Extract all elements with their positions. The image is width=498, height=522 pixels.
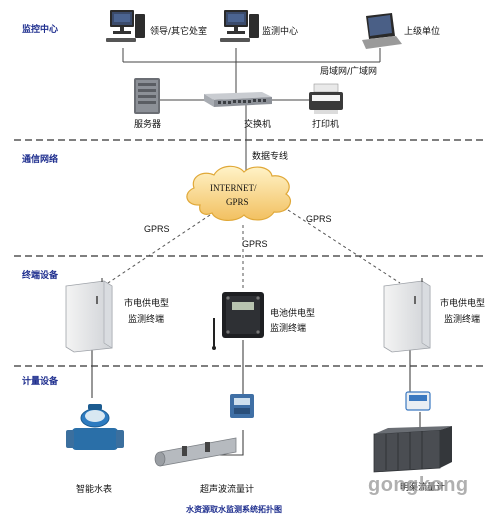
terminal-mid-type: 电池供电型 [270,309,316,319]
server-icon [134,78,160,114]
section-title-metering-devices: 计量设备 [22,377,59,387]
smart-meter-label: 智能水表 [76,485,113,495]
cloud-icon [186,165,291,221]
channel-meter-label: 明渠流量计 [400,483,446,493]
server-label: 服务器 [134,120,162,130]
computer-icon [220,10,259,42]
computer-icon [106,10,145,42]
channel-meter-icon [373,391,452,473]
monitor-center-label: 监测中心 [262,27,299,37]
switch-icon [204,92,272,107]
terminal-right-type: 市电供电型 [440,299,486,309]
data-line-label: 数据专线 [252,152,289,162]
terminal-right-name: 监测终端 [444,315,481,325]
laptop-icon [362,13,402,49]
section-title-terminal-devices: 终端设备 [22,271,59,281]
switch-label: 交换机 [244,120,272,130]
terminal-mid-name: 监测终端 [270,324,307,334]
cabinet-icon [65,278,113,353]
ultrasonic-meter-icon [154,394,254,467]
diagram-caption: 水资源取水监测系统拓扑图 [186,505,282,514]
cabinet-icon [383,278,431,353]
water-meter-icon [66,404,124,450]
terminal-left-name: 监测终端 [128,315,165,325]
section-title-monitor-center: 监控中心 [22,25,59,35]
cloud-label-line1: INTERNET/ [210,183,257,193]
superior-unit-label: 上级单位 [404,27,441,37]
gprs-right-label: GPRS [306,214,332,224]
watermark: gongkong [368,474,469,496]
cloud-label-line2: GPRS [226,197,249,207]
battery-terminal-icon [212,292,264,350]
terminal-left-type: 市电供电型 [124,299,170,309]
printer-label: 打印机 [312,120,340,130]
network-lines [122,48,381,182]
printer-icon [309,83,343,114]
gprs-links [107,209,401,290]
leader-office-label: 领导/其它处室 [150,27,208,37]
gprs-mid-label: GPRS [242,239,268,249]
gprs-left-label: GPRS [144,224,170,234]
section-title-comm-network: 通信网络 [22,155,59,165]
ultrasonic-meter-label: 超声波流量计 [200,485,255,495]
meter-links [91,340,421,456]
lan-wan-label: 局域网/广域网 [320,67,378,77]
